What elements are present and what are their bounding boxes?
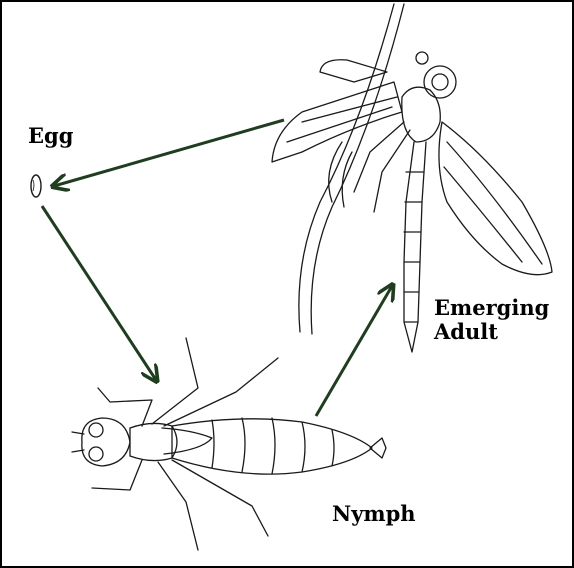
life-cycle-arrows — [42, 120, 392, 416]
arrow-adult-to-egg — [54, 120, 284, 186]
arrow-egg-to-nymph — [42, 206, 156, 380]
label-emerging-adult: Emerging Adult — [434, 296, 549, 344]
label-emerging-adult-line1: Emerging — [434, 296, 549, 320]
label-egg: Egg — [28, 124, 73, 148]
label-nymph: Nymph — [332, 502, 416, 526]
egg-icon — [31, 175, 41, 197]
label-emerging-adult-line2: Adult — [434, 320, 549, 344]
arrow-nymph-to-adult — [316, 286, 392, 416]
